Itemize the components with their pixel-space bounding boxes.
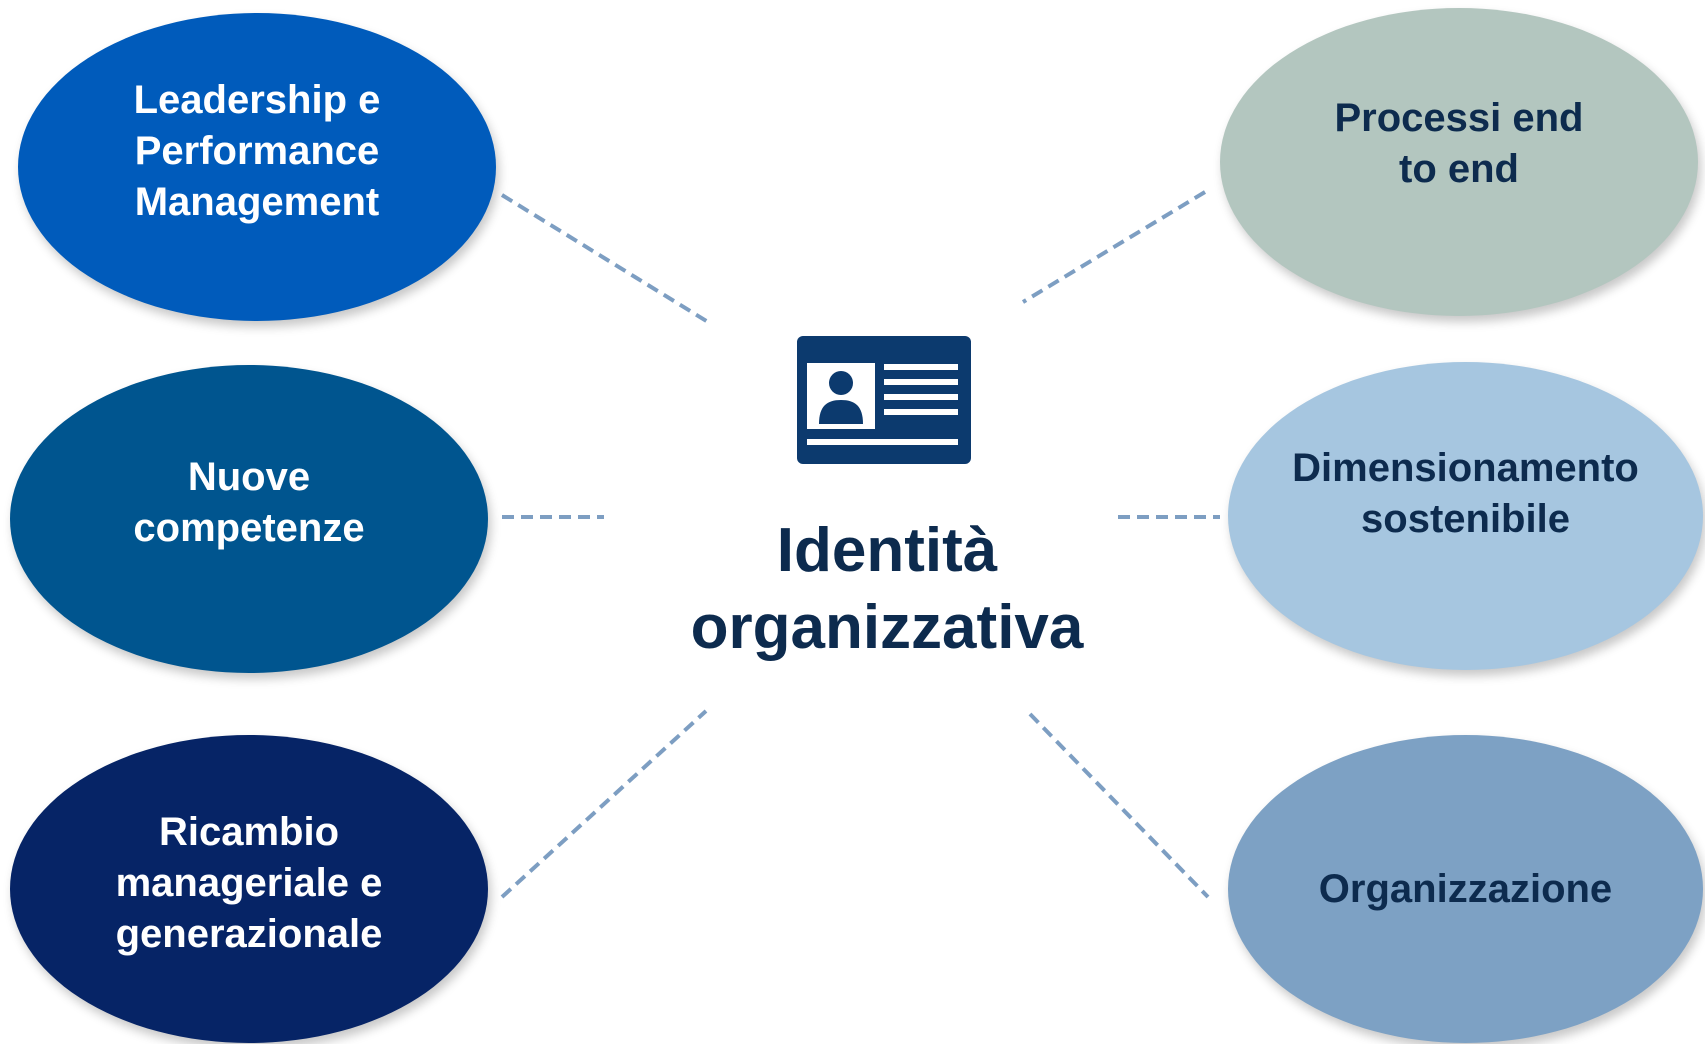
node-organizzazione-label: Organizzazione: [1318, 866, 1613, 911]
node-nuove-competenze-label: Nuove competenze: [133, 455, 365, 550]
node-ricambio: Ricambio manageriale e generazionale: [10, 735, 488, 1043]
node-leadership-label: Leadership e Performance Management: [133, 77, 381, 224]
id-card-icon: [797, 336, 971, 464]
center-title: Identità organizzativa: [690, 516, 1084, 662]
connector-organizzazione: [1028, 712, 1210, 899]
node-nuove-competenze: Nuove competenze: [10, 365, 488, 673]
connector-leadership: [500, 193, 710, 324]
connector-processi: [1021, 190, 1207, 304]
node-ricambio-label: Ricambio manageriale e generazionale: [115, 809, 383, 956]
node-dimensionamento-label: Dimensionamento sostenibile: [1292, 446, 1639, 541]
node-organizzazione: Organizzazione: [1228, 735, 1703, 1043]
connector-ricambio: [500, 709, 708, 899]
node-processi-label: Processi end to end: [1334, 96, 1584, 191]
node-processi: Processi end to end: [1220, 8, 1698, 316]
node-leadership: Leadership e Performance Management: [18, 13, 496, 321]
node-dimensionamento: Dimensionamento sostenibile: [1228, 362, 1703, 670]
